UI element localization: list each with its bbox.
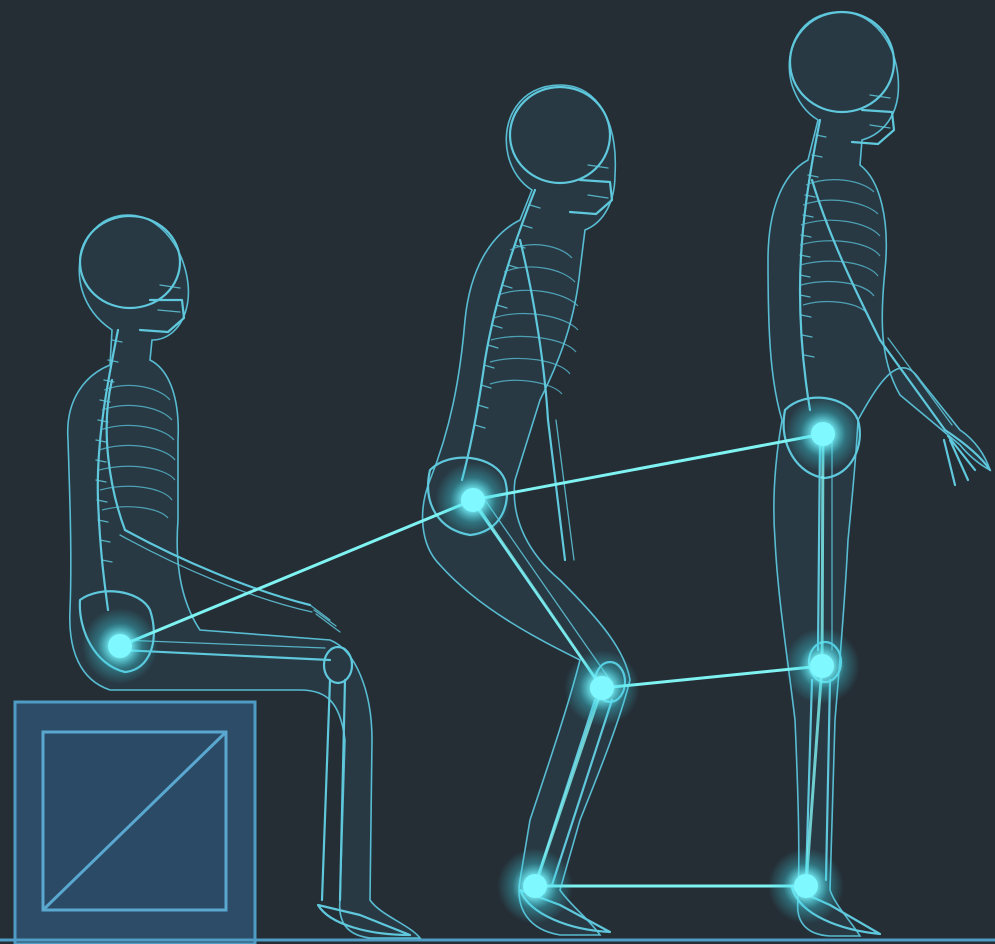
- standing-skeleton: [768, 12, 990, 936]
- hip-standing-core: [811, 422, 835, 446]
- knee-standing-core: [810, 654, 834, 678]
- hip-seated-core: [108, 634, 132, 658]
- knee-rising-core: [590, 676, 614, 700]
- seat-box: [15, 702, 255, 944]
- ankle-standing-core: [794, 874, 818, 898]
- hip-rising-core: [461, 488, 485, 512]
- ankle-rising-core: [523, 874, 547, 898]
